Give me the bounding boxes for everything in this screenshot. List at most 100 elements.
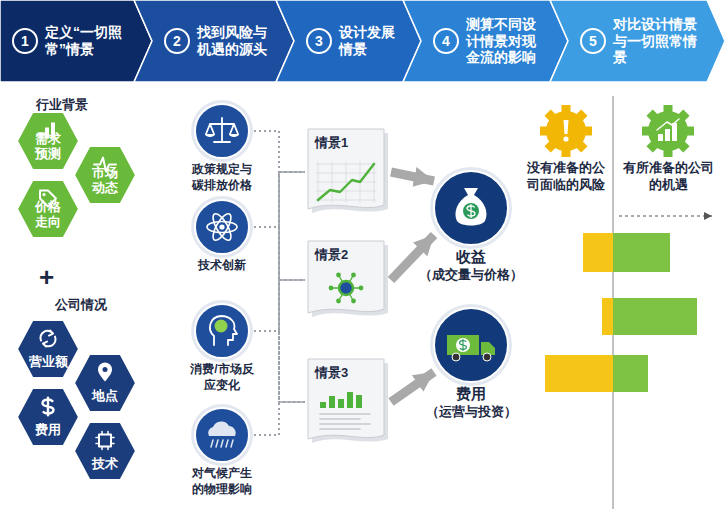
chevron-outline (550, 0, 725, 82)
risk-gear: 没有准备的公司面临的风险 (520, 102, 612, 194)
node-text: 费用 (419, 385, 523, 404)
node-text: 价格走向 (33, 200, 63, 230)
icon-dot (42, 193, 45, 196)
document-chart (320, 392, 370, 429)
icon-stroke (447, 335, 495, 355)
hexagon-outline (74, 354, 136, 412)
icon-stroke (43, 398, 54, 416)
flow-arrow (391, 172, 434, 181)
circle-icon (208, 422, 236, 447)
node-text: 营业额 (29, 355, 68, 370)
dotted-connector (249, 172, 305, 435)
circle-outline (195, 104, 249, 158)
wheel (483, 353, 491, 361)
risk-bar (583, 233, 613, 272)
step-chevron: 4测算不同设计情景对现金流的影响 (403, 0, 568, 82)
icon-stroke (206, 118, 238, 142)
chevron-outline (403, 0, 568, 82)
circle-halo (430, 304, 512, 386)
gear-outline (540, 105, 592, 157)
icon-dot (329, 286, 334, 291)
step-number: 3 (306, 28, 332, 54)
opportunity-gear: 有所准备的公司的机遇 (614, 102, 722, 194)
risk-bar (602, 298, 613, 335)
hex-shape (74, 422, 136, 480)
circle-icon (447, 335, 495, 361)
node-text: （运营与投资） (419, 404, 523, 421)
hex-icon (96, 432, 114, 450)
brain-mark (215, 320, 228, 333)
hexagon-outline (17, 112, 79, 170)
node-text: 没有准备的公司面临的风险 (526, 160, 606, 194)
node-text: 消费/市场反应变化 (190, 362, 254, 393)
icon-dot (219, 224, 224, 229)
icon-stroke (316, 191, 376, 192)
circle-outline (195, 304, 249, 358)
hex-shape (17, 320, 79, 378)
step-number: 4 (433, 28, 459, 54)
node-text: 定义“一切照常”情景 (45, 24, 130, 58)
icon-dot (339, 281, 353, 295)
icon-stroke (374, 162, 375, 202)
orb-shape (162, 196, 282, 258)
bar-pairs (545, 233, 697, 392)
dotted-connector (249, 227, 305, 280)
document-chart (329, 273, 364, 304)
icon-dot (351, 273, 356, 278)
risk-source-circle: 消费/市场反应变化 (162, 300, 282, 393)
icon-orbit (210, 211, 235, 242)
circle-icon (207, 211, 237, 242)
step-number: 1 (12, 28, 38, 54)
icon-stroke (96, 432, 114, 450)
circle-halo (191, 100, 253, 162)
chevron-outline (0, 0, 152, 82)
hexagon-outline (17, 180, 79, 238)
step-chevron: 3设计发展情景 (276, 0, 421, 82)
circle-icon (455, 188, 486, 226)
node-text: 费用 (35, 423, 61, 438)
hex-icon (98, 363, 112, 382)
plus-sign: + (39, 262, 54, 293)
orb-shape (162, 300, 282, 362)
section-heading: 行业背景 (36, 96, 88, 114)
node-text: 技术创新 (190, 258, 254, 274)
risk-source-circle: 技术创新 (162, 196, 282, 274)
industry-hexagon: 需求预测 (17, 112, 79, 170)
dotted-connector (249, 172, 305, 331)
circle-outline (195, 408, 249, 462)
icon-stroke (460, 339, 467, 350)
section-heading: 公司情况 (55, 296, 107, 314)
gear-outline (642, 105, 694, 157)
node-text: 地点 (92, 389, 118, 404)
circle-halo (430, 167, 512, 249)
node-text: 找到风险与机遇的源头 (197, 24, 272, 58)
icon-orbit (207, 222, 237, 233)
hexagon-outline (74, 146, 136, 204)
icon-stroke (205, 134, 239, 137)
node-text: 情景3 (315, 364, 389, 382)
icon-stroke (320, 428, 360, 430)
orb-shape (162, 100, 282, 162)
node-text: （成交量与价格） (419, 267, 523, 284)
hex-icon (43, 398, 54, 416)
icon-dot (336, 299, 341, 304)
icon-stroke (210, 316, 237, 345)
cost-circle: 费用（运营与投资） (418, 305, 524, 421)
node-text: 技术 (92, 457, 118, 472)
circle-icon (205, 118, 239, 142)
circle-halo (191, 404, 253, 466)
hexagon-outline (17, 320, 79, 378)
chevron-outline (134, 0, 294, 82)
industry-hexagon: 市场动态 (74, 146, 136, 204)
risk-bar (545, 355, 613, 392)
icon-stroke (657, 119, 679, 130)
step-number: 2 (164, 28, 190, 54)
hex-icon (40, 331, 55, 347)
circle-outline (434, 308, 508, 382)
dotted-connector (249, 280, 305, 331)
company-hexagon: 技术 (74, 422, 136, 480)
money-shape (418, 168, 524, 248)
company-hexagon: 营业额 (17, 320, 79, 378)
icon-stroke (211, 440, 233, 447)
gear-body (648, 111, 688, 151)
